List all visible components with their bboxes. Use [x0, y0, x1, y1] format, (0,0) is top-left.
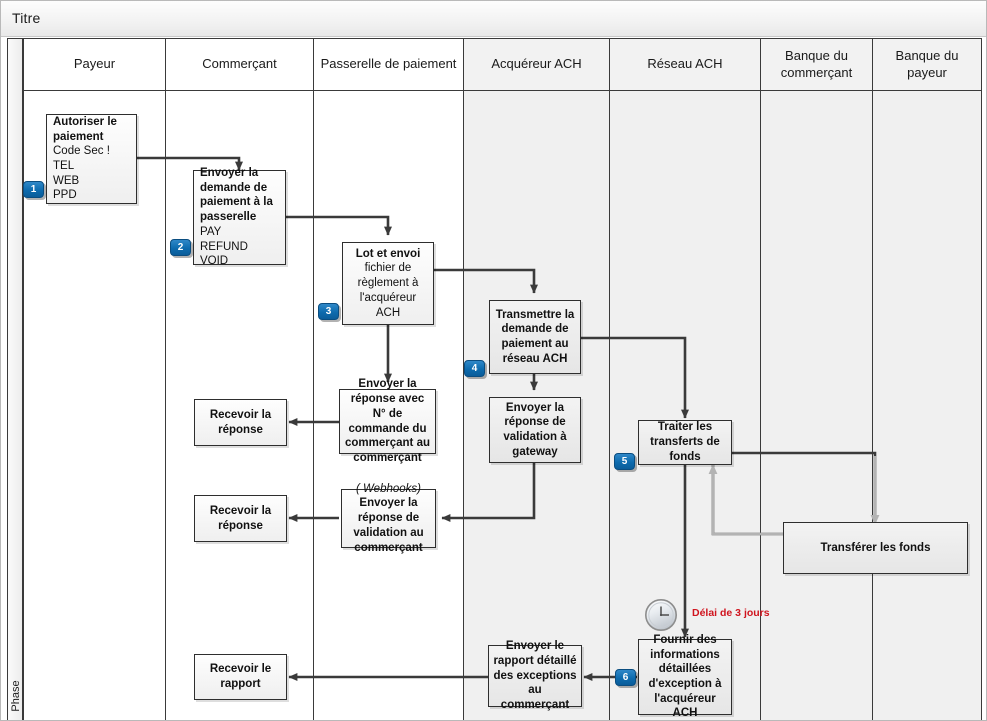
node-recevoir-rapport-title: Recevoir le rapport [209, 663, 272, 690]
node-transferer-title: Transférer les fonds [820, 541, 931, 554]
lane-acquereur-ach: Acquéreur ACH [463, 38, 609, 720]
lane-banque-payeur: Banque du payeur [872, 38, 982, 720]
node-recevoir-le-rapport[interactable]: Recevoir le rapport [194, 654, 287, 700]
node-envoyer-demande-line-2: REFUND [200, 240, 248, 253]
node-reponse-validation-gateway[interactable]: Envoyer la réponse de validation à gatew… [489, 397, 581, 463]
node-recevoir-la-reponse-1[interactable]: Recevoir la réponse [194, 399, 287, 446]
badge-2: 2 [170, 239, 191, 256]
phase-label: Phase [10, 680, 22, 712]
node-transferer-les-fonds[interactable]: Transférer les fonds [783, 522, 968, 574]
node-transmettre-title: Transmettre la demande de paiement au ré… [495, 308, 575, 365]
node-autoriser-line-3: WEB [53, 174, 80, 187]
lane-banque-commercant: Banque du commerçant [760, 38, 872, 720]
node-recevoir-1-title: Recevoir la réponse [209, 408, 272, 436]
lane-header-banque-commercant: Banque du commerçant [761, 39, 872, 91]
node-autoriser-line-4: PPD [53, 189, 77, 202]
phase-strip: Phase [7, 38, 23, 720]
node-reponse-numero-commande[interactable]: Envoyer la réponse avec N° de commande d… [339, 378, 436, 464]
node-webhooks-tag: ( Webhooks) [356, 482, 421, 495]
node-envoyer-demande-title: Envoyer la demande de paiement à la pass… [200, 166, 273, 224]
node-envoyer-demande-line-1: PAY [200, 225, 222, 238]
node-traiter-title: Traiter les transferts de fonds [650, 421, 720, 463]
lane-header-commercant: Commerçant [166, 39, 313, 91]
node-envoyer-rapport-exceptions[interactable]: Envoyer le rapport détaillé des exceptio… [488, 640, 582, 711]
node-fournir-informations-exception[interactable]: Fournir des informations détaillées d'ex… [638, 634, 732, 719]
page-title: Titre [12, 10, 41, 26]
node-recevoir-la-reponse-2[interactable]: Recevoir la réponse [194, 495, 287, 542]
node-recevoir-2-title: Recevoir la réponse [209, 504, 272, 532]
node-lot-title: Lot et envoi [355, 247, 421, 260]
node-autoriser-le-paiement[interactable]: Autoriser le paiement Code Sec ! TEL WEB… [46, 114, 137, 204]
badge-3: 3 [318, 303, 339, 320]
node-autoriser-line-2: TEL [53, 160, 75, 172]
clock-icon [645, 599, 677, 631]
diagram-title-bar: Titre [1, 1, 986, 37]
badge-4: 4 [464, 360, 485, 377]
node-webhooks-reponse-validation[interactable]: ( Webhooks) Envoyer la réponse de valida… [341, 483, 436, 554]
node-webhooks-title: Envoyer la réponse de validation au comm… [353, 497, 424, 554]
node-envoyer-demande-line-3: VOID [200, 255, 229, 268]
badge-1: 1 [23, 181, 44, 198]
node-traiter-transferts-fonds[interactable]: Traiter les transferts de fonds [638, 420, 732, 465]
lane-header-reseau-ach: Réseau ACH [610, 39, 760, 91]
node-reponse-gw-title: Envoyer la réponse de validation à gatew… [503, 401, 567, 458]
lane-header-banque-payeur: Banque du payeur [873, 39, 981, 91]
node-lot-body: fichier de règlement à l'acquéreur ACH [357, 262, 419, 319]
badge-6: 6 [615, 669, 636, 686]
node-reponse-cmd-line-2: N° de commande du commerçant au commerça… [344, 407, 430, 464]
delay-annotation: Délai de 3 jours [692, 607, 770, 619]
lane-commercant: Commerçant [165, 38, 313, 720]
node-autoriser-title: Autoriser le paiement [53, 115, 117, 143]
badge-5: 5 [614, 453, 635, 470]
lane-header-payeur: Payeur [24, 39, 165, 91]
node-rapport-title: Envoyer le rapport détaillé des exceptio… [493, 640, 577, 712]
lane-header-passerelle: Passerelle de paiement [314, 39, 463, 91]
lane-header-acquereur-ach: Acquéreur ACH [464, 39, 609, 91]
node-envoyer-demande-paiement[interactable]: Envoyer la demande de paiement à la pass… [193, 167, 286, 267]
node-lot-et-envoi[interactable]: Lot et envoi fichier de règlement à l'ac… [342, 242, 434, 325]
node-transmettre-demande[interactable]: Transmettre la demande de paiement au ré… [489, 300, 581, 374]
node-autoriser-line-1: Code Sec ! [53, 145, 110, 158]
node-fournir-title: Fournir des informations détaillées d'ex… [648, 633, 722, 720]
node-reponse-cmd-line-1: Envoyer la réponse avec [350, 378, 425, 406]
